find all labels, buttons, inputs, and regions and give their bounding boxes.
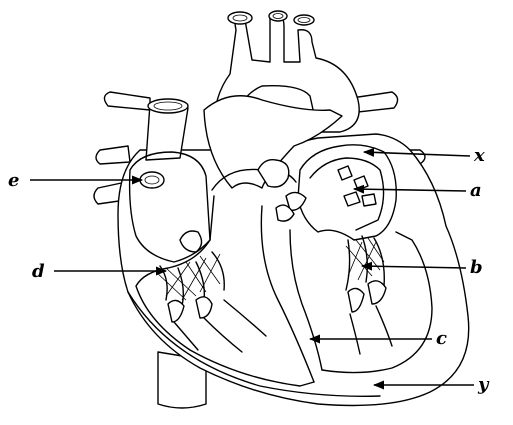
- label-d: d: [32, 261, 45, 282]
- label-y: y: [477, 374, 490, 395]
- label-b: b: [470, 257, 483, 278]
- label-c: c: [436, 328, 447, 349]
- label-e: e: [8, 170, 19, 191]
- vena-cava-opening-e: [140, 172, 164, 188]
- label-a: a: [470, 180, 482, 201]
- label-x: x: [473, 145, 485, 166]
